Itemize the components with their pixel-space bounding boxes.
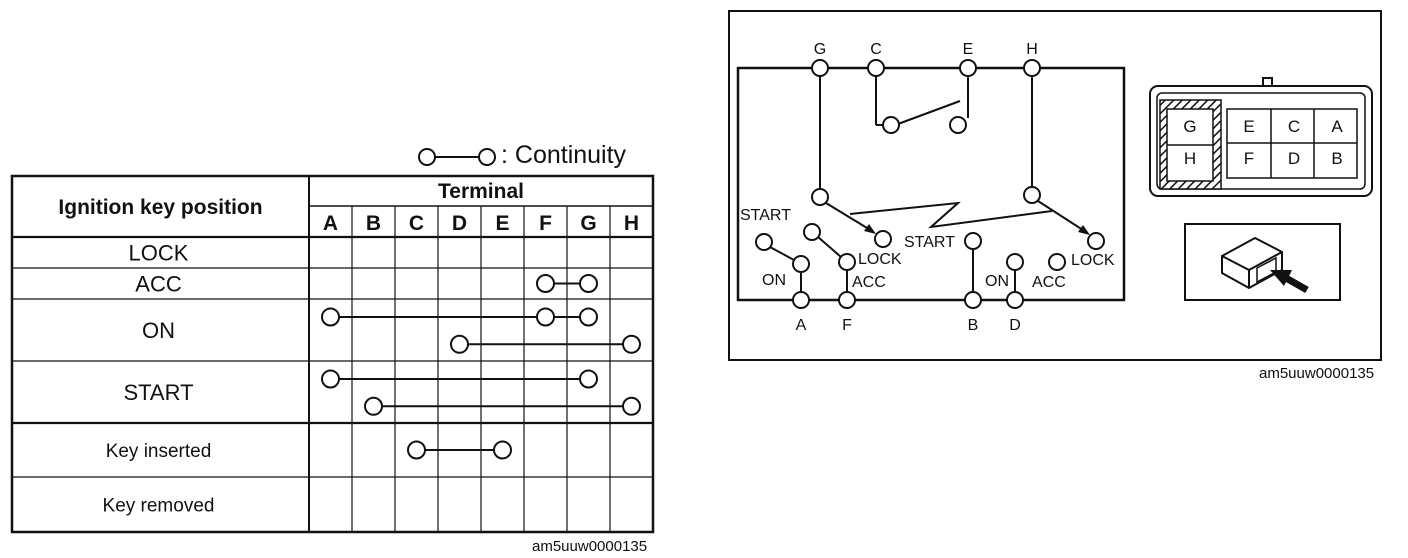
continuity-point: [321, 307, 340, 327]
row-label: Key inserted: [106, 441, 212, 462]
continuity-point: [450, 334, 469, 354]
connector-pin-label: F: [1244, 149, 1254, 168]
key-switch-contact: [882, 116, 900, 134]
connector-pin-label: C: [1288, 117, 1300, 136]
table-continuity-links: [321, 274, 641, 460]
right-acc-label: ACC: [1032, 274, 1066, 291]
terminal-group-header: Terminal: [438, 180, 524, 203]
key-switch-contact: [949, 116, 967, 134]
connector-pin-label: B: [1331, 149, 1342, 168]
terminal-header: B: [366, 212, 381, 235]
connector-pin-label: H: [1184, 149, 1196, 168]
terminal-label: D: [1009, 317, 1021, 334]
continuity-point: [536, 274, 555, 293]
connector-pin-label: E: [1243, 117, 1254, 136]
terminal-label: C: [870, 41, 882, 58]
terminal-label: G: [814, 41, 826, 58]
continuity-point: [364, 396, 383, 416]
terminal-header: H: [624, 212, 639, 235]
terminal-header: E: [495, 212, 509, 235]
row-label: ON: [142, 318, 175, 343]
table-code: am5uuw0000135: [532, 538, 648, 555]
terminal-node: [959, 59, 977, 77]
table-grid: [10, 174, 655, 534]
terminal-node: [811, 59, 829, 77]
right-on-label: ON: [985, 273, 1009, 290]
connector-pins: G E C A H F D B: [1167, 109, 1357, 178]
terminal-node: [1023, 59, 1041, 77]
continuity-point: [579, 274, 598, 293]
terminal-header: D: [452, 212, 467, 235]
right-rotor-contact: [1023, 186, 1041, 204]
terminal-label: A: [796, 317, 807, 334]
schematic-frame: [728, 10, 1382, 361]
terminal-header: C: [409, 212, 424, 235]
terminal-node: [867, 59, 885, 77]
terminal-node: [792, 291, 810, 309]
terminal-header: G: [580, 212, 596, 235]
connector-pin-label: D: [1288, 149, 1300, 168]
right-start-label: START: [904, 234, 955, 251]
continuity-point: [579, 307, 598, 327]
continuity-point: [536, 307, 555, 327]
schematic-code: am5uuw0000135: [1259, 365, 1375, 382]
continuity-point: [493, 440, 512, 460]
left-on-label: ON: [762, 272, 786, 289]
right-lock-contact: [1087, 232, 1105, 250]
left-start-label: START: [740, 207, 791, 224]
connector-illustration: [1184, 223, 1341, 301]
row-label: Key removed: [103, 496, 215, 517]
row-label: START: [123, 380, 193, 405]
right-lock-label: LOCK: [1071, 252, 1115, 269]
connector-pin-label: A: [1331, 117, 1343, 136]
terminal-label: F: [842, 317, 852, 334]
terminal-label: B: [968, 317, 979, 334]
terminal-label: H: [1026, 41, 1038, 58]
terminal-node: [838, 291, 856, 309]
terminal-label: E: [963, 41, 974, 58]
row-label: ACC: [135, 272, 182, 297]
circuit-box: [736, 66, 1126, 302]
terminal-node: [1006, 291, 1024, 309]
arrow-icon: [1284, 274, 1309, 294]
continuity-point: [579, 369, 598, 389]
row-label: LOCK: [129, 241, 189, 266]
continuity-point: [622, 396, 641, 416]
continuity-point: [321, 369, 340, 389]
left-lock-label: LOCK: [858, 251, 902, 268]
connector-pin-label: G: [1183, 117, 1196, 136]
key-switch: [875, 68, 969, 134]
left-lock-contact: [874, 230, 892, 248]
terminal-header: F: [539, 212, 552, 235]
mechanical-link: [849, 201, 1053, 229]
continuity-point: [622, 334, 641, 354]
continuity-point: [407, 440, 426, 460]
left-acc-label: ACC: [852, 274, 886, 291]
continuity-legend-text: : Continuity: [501, 141, 627, 169]
terminal-node: [964, 291, 982, 309]
left-rotor-contact: [811, 188, 829, 206]
row-header: Ignition key position: [58, 196, 262, 219]
connector-face: G E C A H F D B: [1149, 77, 1373, 197]
terminal-header: A: [323, 212, 338, 235]
